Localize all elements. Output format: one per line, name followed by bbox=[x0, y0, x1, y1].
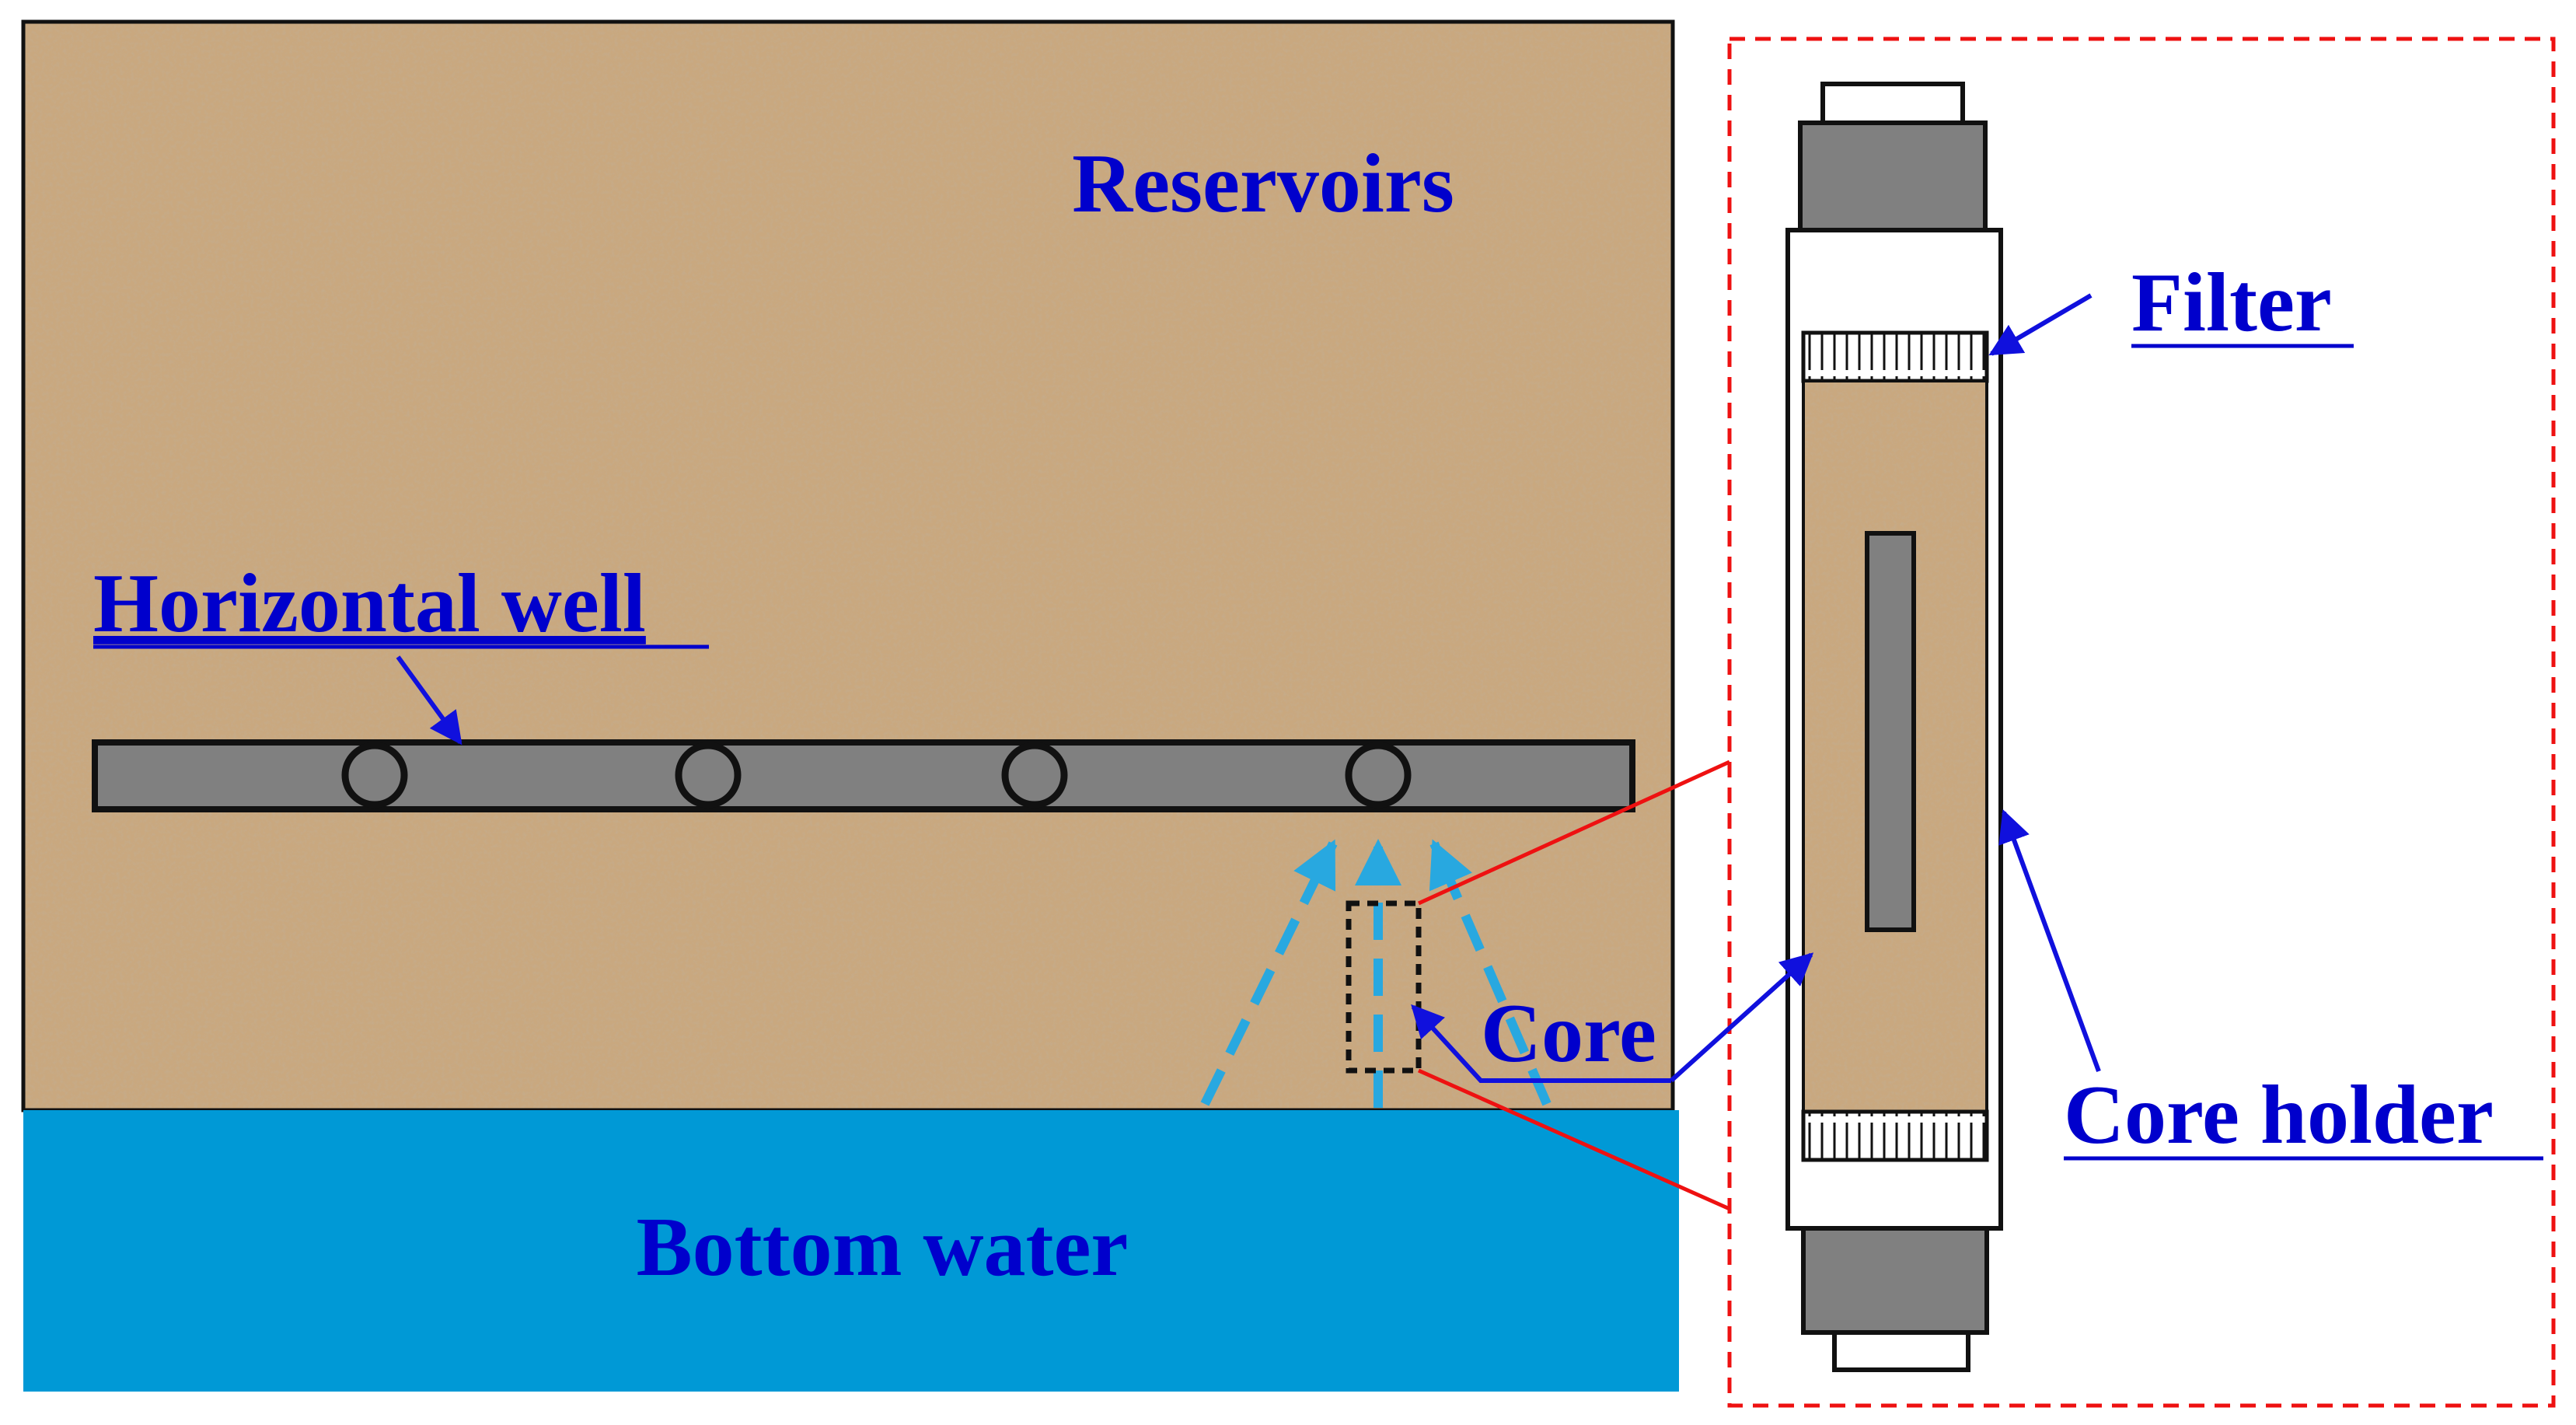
core-pointer-arrow bbox=[1411, 1004, 1671, 1083]
core-holder-label: Core holder bbox=[2064, 1069, 2494, 1161]
perforation-2 bbox=[675, 742, 742, 809]
callout-line-top bbox=[1417, 760, 1731, 906]
core-sample-pointer-arrow bbox=[1669, 952, 1814, 1083]
core-sample-box bbox=[1346, 900, 1422, 1074]
pointer-arrows bbox=[396, 293, 2101, 1083]
core-label: Core bbox=[1481, 987, 1656, 1080]
core-holder-pointer-arrow bbox=[1998, 809, 2101, 1073]
callout-lines bbox=[1417, 760, 1731, 1211]
horizontal-well-label: Horizontal well bbox=[93, 557, 646, 650]
reservoirs-label: Reservoirs bbox=[1072, 138, 1454, 230]
filter-top bbox=[1801, 330, 1989, 383]
horizontal-well bbox=[92, 739, 1635, 812]
filter-bottom bbox=[1801, 1109, 1989, 1162]
reservoir-texture bbox=[23, 22, 1673, 1110]
bottom-water-label: Bottom water bbox=[637, 1201, 1129, 1294]
bottom-water-layer bbox=[23, 1110, 1679, 1392]
flow-arrow-left bbox=[1200, 839, 1338, 1106]
core-center-bore bbox=[1865, 531, 1916, 932]
filter-label: Filter bbox=[2131, 257, 2332, 349]
core-holder bbox=[1785, 82, 2003, 1372]
holder-top-plug bbox=[1798, 120, 1988, 232]
perforation-4 bbox=[1345, 742, 1412, 809]
holder-top-cap bbox=[1820, 82, 1965, 125]
inset-frame bbox=[1727, 37, 2556, 1408]
holder-bottom-cap bbox=[1832, 1330, 1970, 1372]
reservoir-block bbox=[21, 19, 1675, 1112]
perforation-3 bbox=[1001, 742, 1068, 809]
well-pointer-arrow bbox=[396, 655, 462, 746]
perforation-1 bbox=[341, 742, 408, 809]
filter-pointer-arrow bbox=[1988, 293, 2093, 356]
callout-line-bottom bbox=[1417, 1068, 1731, 1211]
holder-bottom-plug bbox=[1801, 1226, 1989, 1335]
